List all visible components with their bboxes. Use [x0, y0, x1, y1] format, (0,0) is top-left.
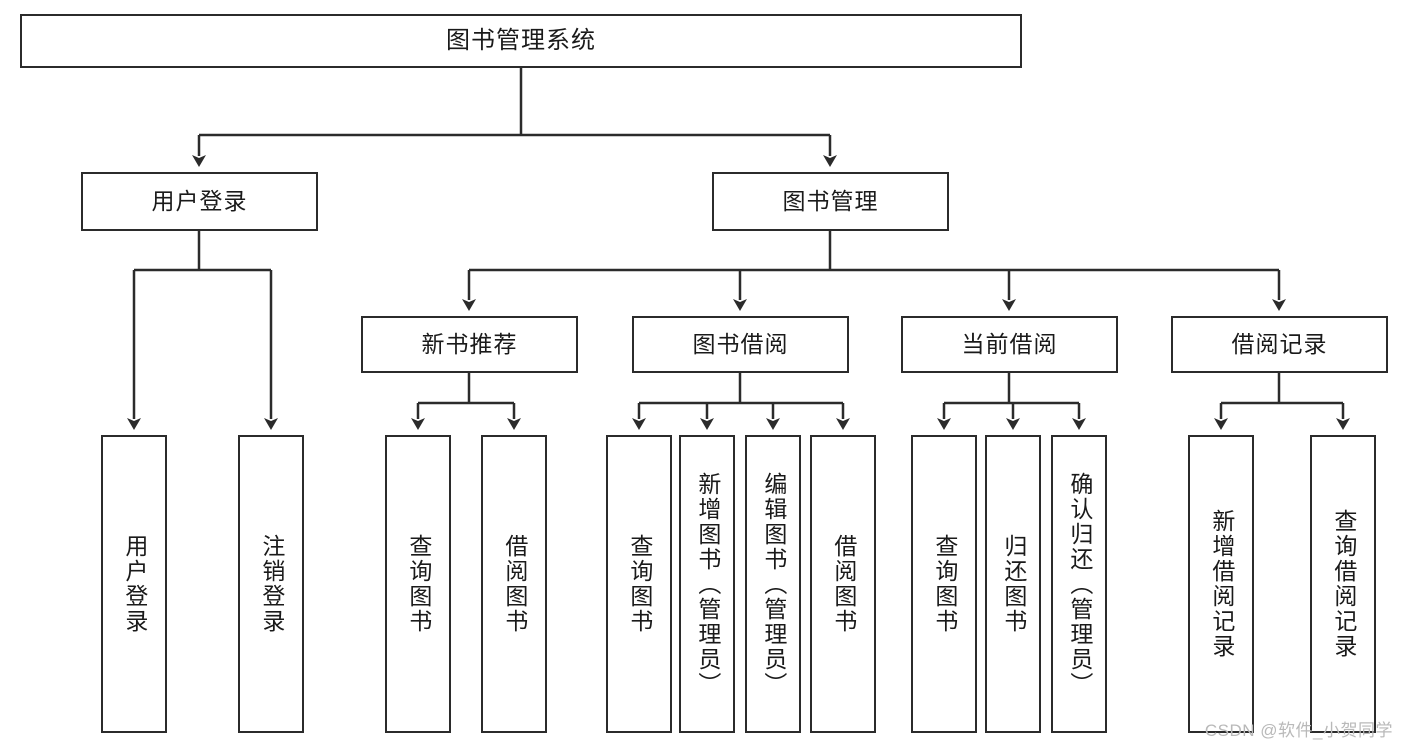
- node-leaf-label: 编辑图书（管理员）: [760, 471, 787, 697]
- node-leaf-label: 查询图书: [931, 534, 958, 634]
- node-leaf-确认归还管理员[interactable]: 确认归还（管理员）: [1051, 435, 1107, 733]
- node-leaf-注销登录[interactable]: 注销登录: [238, 435, 304, 733]
- node-leaf-用户登录[interactable]: 用户登录: [101, 435, 167, 733]
- node-leaf-label: 查询图书: [405, 534, 432, 634]
- node-leaf-label: 借阅图书: [830, 534, 857, 634]
- node-leaf-借阅图书[interactable]: 借阅图书: [810, 435, 876, 733]
- node-root-book-management-system[interactable]: 图书管理系统: [20, 14, 1022, 68]
- node-leaf-编辑图书管理员[interactable]: 编辑图书（管理员）: [745, 435, 801, 733]
- node-leaf-label: 借阅图书: [501, 534, 528, 634]
- node-leaf-新增借阅记录[interactable]: 新增借阅记录: [1188, 435, 1254, 733]
- node-level3-当前借阅[interactable]: 当前借阅: [901, 316, 1118, 373]
- node-leaf-新增图书管理员[interactable]: 新增图书（管理员）: [679, 435, 735, 733]
- node-leaf-查询图书[interactable]: 查询图书: [911, 435, 977, 733]
- node-level3-图书借阅[interactable]: 图书借阅: [632, 316, 849, 373]
- node-leaf-label: 确认归还（管理员）: [1066, 471, 1093, 697]
- node-leaf-label: 查询图书: [626, 534, 653, 634]
- node-leaf-借阅图书[interactable]: 借阅图书: [481, 435, 547, 733]
- node-level2-用户登录[interactable]: 用户登录: [81, 172, 318, 231]
- node-leaf-label: 用户登录: [121, 534, 148, 634]
- node-leaf-查询图书[interactable]: 查询图书: [385, 435, 451, 733]
- node-level3-新书推荐[interactable]: 新书推荐: [361, 316, 578, 373]
- node-leaf-label: 归还图书: [1000, 534, 1027, 634]
- node-leaf-label: 注销登录: [258, 534, 285, 634]
- node-leaf-label: 新增借阅记录: [1208, 509, 1235, 659]
- node-leaf-label: 查询借阅记录: [1330, 509, 1357, 659]
- node-leaf-查询图书[interactable]: 查询图书: [606, 435, 672, 733]
- node-leaf-归还图书[interactable]: 归还图书: [985, 435, 1041, 733]
- node-level3-借阅记录[interactable]: 借阅记录: [1171, 316, 1388, 373]
- node-leaf-label: 新增图书（管理员）: [694, 471, 721, 697]
- csdn-watermark: CSDN @软件_小贺同学: [1204, 721, 1393, 740]
- node-level2-图书管理[interactable]: 图书管理: [712, 172, 949, 231]
- node-leaf-查询借阅记录[interactable]: 查询借阅记录: [1310, 435, 1376, 733]
